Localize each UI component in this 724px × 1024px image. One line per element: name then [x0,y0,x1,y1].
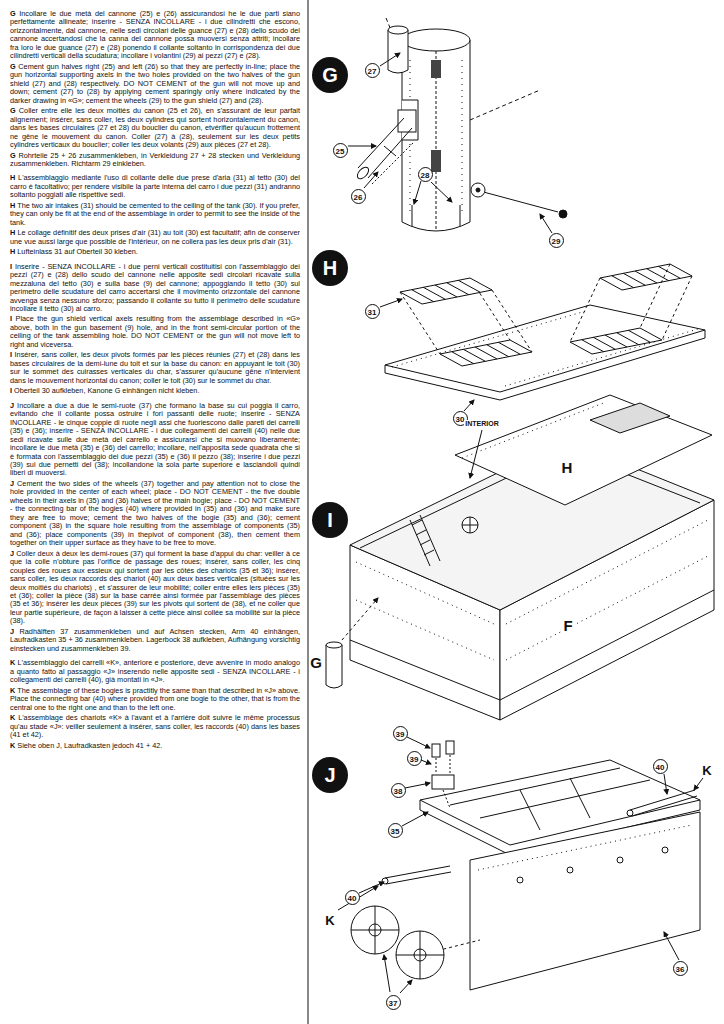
instruction-paragraph: G Cement gun halves right (25) and left … [10,63,300,105]
node-text: 31 [368,308,377,317]
instruction-paragraph: I Oberteil 30 aufkleben, Kanone G einhän… [10,387,300,395]
node-text: 36 [676,965,685,974]
node-text: J [324,764,335,786]
node-text: 28 [421,171,430,180]
instruction-paragraph: J Radhälften 37 zusammenkleben und auf A… [10,628,300,653]
callout-number: 25 [333,143,348,158]
instruction-paragraph: H The two air intakes (31) should be cem… [10,202,300,227]
part-group-letter: F [562,617,573,634]
callout-number: 40 [345,890,360,905]
callout-number: 36 [673,961,688,976]
instruction-paragraph: G Rohrteile 25 + 26 zusammenkleben, in V… [10,152,300,169]
column-divider [308,0,309,1024]
node-text: 40 [348,894,357,903]
instruction-paragraph: K L'assemblaggio dei carrelli «K», anter… [10,659,300,684]
instruction-paragraph: H L'assemblaggio mediante l'uso di colla… [10,174,300,199]
roof-drawing [380,264,705,411]
node-text: 37 [389,999,398,1008]
hull-drawing [326,395,714,720]
node-text: 35 [391,827,400,836]
node-text: 39 [410,755,419,764]
instruction-paragraph: H Le collage définitif des deux prises d… [10,229,300,246]
step-reference: K [701,763,712,778]
node-text: 26 [354,193,363,202]
callout-number: 26 [351,189,366,204]
node-text: 25 [336,147,345,156]
node-text: 39 [396,730,405,739]
instruction-column: G Incollare le due metà del cannone (25)… [10,10,300,752]
step-circle: I [312,502,348,538]
part-group-letter: H [561,459,574,476]
instruction-paragraph: J Cement the two sides of the wheels (37… [10,480,300,548]
instruction-paragraph: I Insérer, sans coller, les deux pivots … [10,351,300,385]
bogie-drawing [338,737,703,993]
node-text: 27 [368,67,377,76]
instruction-paragraph: I Inserire - SENZA INCOLLARE - i due per… [10,263,300,314]
view-label: INTERIOR [464,420,499,427]
step-circle: G [312,57,348,93]
instruction-paragraph: J Coller deux à deux les demi-roues (37)… [10,550,300,626]
step-circle: J [312,757,348,793]
callout-number: 37 [386,995,401,1010]
instruction-paragraph: G Coller entre elle les deux moitiés du … [10,107,300,149]
callout-number: 39 [407,751,422,766]
callout-number: 35 [388,823,403,838]
node-text: I [327,509,333,531]
instruction-paragraph: K Siehe oben J, Laufradkasten jedoch 41 … [10,742,300,750]
node-text: H [323,257,337,279]
callout-number: 31 [365,304,380,319]
callout-number: 38 [391,783,406,798]
instruction-paragraph: J Incollare a due a due le semi-ruote (3… [10,402,300,478]
node-text: 40 [656,763,665,772]
gun-drawing [348,18,567,233]
instruction-paragraph: I Place the gun shield vertical axels re… [10,315,300,349]
instruction-paragraph: G Incollare le due metà del cannone (25)… [10,10,300,61]
callout-number: 29 [549,233,564,248]
node-text: 30 [456,415,465,424]
instruction-paragraph: K The assemblage of these bogies is prac… [10,687,300,712]
node-text: 38 [394,787,403,796]
step-circle: H [312,250,348,286]
callout-number: 40 [653,759,668,774]
step-reference: K [324,913,335,928]
callout-number: 27 [365,63,380,78]
node-text: G [322,64,338,86]
instruction-paragraph: H Lufteinlass 31 auf Oberteil 30 kleben. [10,248,300,256]
callout-number: 39 [393,726,408,741]
instruction-paragraph: K L'assemblage des chariots «K» à l'avan… [10,714,300,739]
part-group-letter: G [309,654,323,671]
node-text: 29 [552,237,561,246]
callout-number: 28 [418,167,433,182]
